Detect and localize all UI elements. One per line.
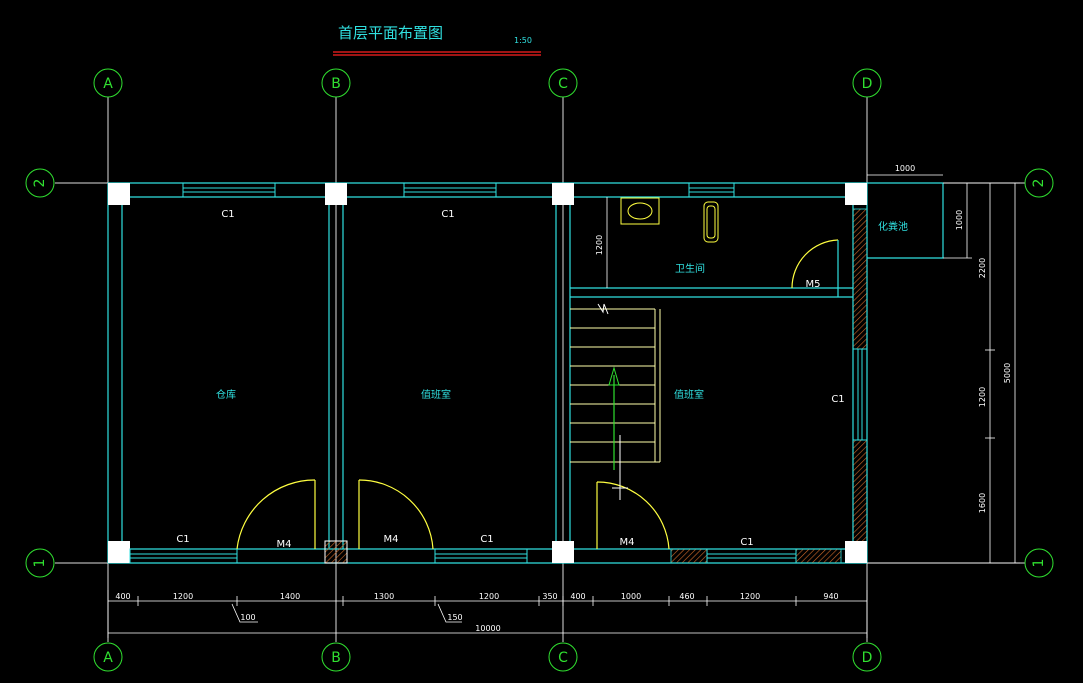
dim-text: 350: [542, 592, 557, 601]
dim-total-text: 10000: [475, 624, 500, 633]
axis-label-2-right: 2: [1031, 179, 1047, 188]
dim-septic-width: 1000: [895, 164, 915, 173]
axis-label-c: C: [558, 76, 568, 92]
staircase: [570, 303, 661, 463]
dim-text: 1200: [740, 592, 760, 601]
dim-text: 2200: [978, 258, 987, 278]
window-tag: C1: [480, 534, 493, 545]
axis-bubble-c-bottom: [548, 642, 578, 672]
axis-bubble-1-left: [25, 548, 55, 578]
axis-bubble-2-right: [1024, 168, 1054, 198]
room-label-duty-left: 值班室: [421, 388, 451, 401]
door-tag: M4: [384, 534, 399, 545]
axis-bubble-a-bottom: [93, 642, 123, 672]
bottom-dimension-lines: [107, 590, 868, 638]
sanitary-fixtures: [620, 197, 719, 243]
dim-text: 1200: [479, 592, 499, 601]
dim-toilet-height: 1200: [595, 235, 604, 255]
axis-label-d-bottom: D: [862, 650, 873, 666]
axis-bubble-a-top: [93, 68, 123, 98]
axis-label-2-left: 2: [32, 179, 48, 188]
washbasin-icon: [620, 197, 660, 225]
dim-text: 1400: [280, 592, 300, 601]
window-tag: C1: [831, 394, 844, 405]
dim-text: 940: [823, 592, 838, 601]
axis-bubble-c-top: [548, 68, 578, 98]
door-tag: M4: [277, 539, 292, 550]
scale-label: 1:50: [514, 36, 532, 45]
axis-bubbles-side: 2 2 1 1: [25, 168, 1054, 578]
axis-label-d: D: [862, 76, 873, 92]
dim-note-100: 100: [240, 613, 255, 622]
bottom-dimension-texts: 400 1200 1400 1300 1200 350 400 1000 460…: [115, 592, 838, 633]
dim-text: 1300: [374, 592, 394, 601]
dim-text: 1200: [978, 387, 987, 407]
axis-label-a-bottom: A: [103, 650, 113, 666]
dim-text: 400: [115, 592, 130, 601]
axis-bubble-b-top: [321, 68, 351, 98]
drawing-title: 首层平面布置图: [338, 24, 443, 42]
axis-bubbles-bottom: A B C D: [93, 642, 882, 672]
axis-label-1-right: 1: [1031, 559, 1047, 568]
dim-text: 400: [570, 592, 585, 601]
window-tag: C1: [740, 537, 753, 548]
axis-label-b-bottom: B: [331, 650, 341, 666]
axis-bubble-b-bottom: [321, 642, 351, 672]
door-tag: M5: [806, 279, 821, 290]
doors: [236, 239, 839, 550]
opening-tags: C1 C1 C1 C1 C1 C1 M4 M4 M4 M5: [176, 209, 844, 550]
walls: [107, 182, 944, 564]
hatched-walls: [670, 208, 868, 564]
stair-arrow-head: [608, 366, 620, 386]
toilet-icon: [703, 201, 719, 243]
axis-lines: [55, 97, 1025, 642]
window-tag: C1: [221, 209, 234, 220]
dim-text: 1600: [978, 493, 987, 513]
axis-label-c-bottom: C: [558, 650, 568, 666]
window-tag: C1: [176, 534, 189, 545]
windows: [129, 182, 868, 564]
axis-bubble-d-top: [852, 68, 882, 98]
dim-text: 460: [679, 592, 694, 601]
right-dimension-lines: [606, 174, 1020, 564]
axis-bubble-2-left: [25, 168, 55, 198]
column-b1-hatched: [324, 540, 348, 564]
axis-bubble-d-bottom: [852, 642, 882, 672]
dim-septic-height: 1000: [955, 210, 964, 230]
axis-label-1-left: 1: [32, 559, 48, 568]
room-label-toilet: 卫生间: [675, 262, 705, 275]
structural-columns: [108, 183, 867, 563]
window-tag: C1: [441, 209, 454, 220]
axis-bubbles-top: A B C D: [93, 68, 882, 98]
axis-label-a: A: [103, 76, 113, 92]
dim-text: 1200: [173, 592, 193, 601]
dim-text: 1000: [621, 592, 641, 601]
dim-total-text: 5000: [1003, 363, 1012, 383]
door-tag: M4: [620, 537, 635, 548]
dim-note-150: 150: [447, 613, 462, 622]
room-label-septic-tank: 化粪池: [878, 220, 908, 233]
axis-bubble-1-right: [1024, 548, 1054, 578]
axis-label-b: B: [331, 76, 341, 92]
right-dimension-texts: 2200 1200 1600 5000 1000 1000 1200: [595, 164, 1012, 513]
room-label-duty-right: 值班室: [674, 388, 704, 401]
room-label-warehouse: 仓库: [216, 388, 236, 401]
